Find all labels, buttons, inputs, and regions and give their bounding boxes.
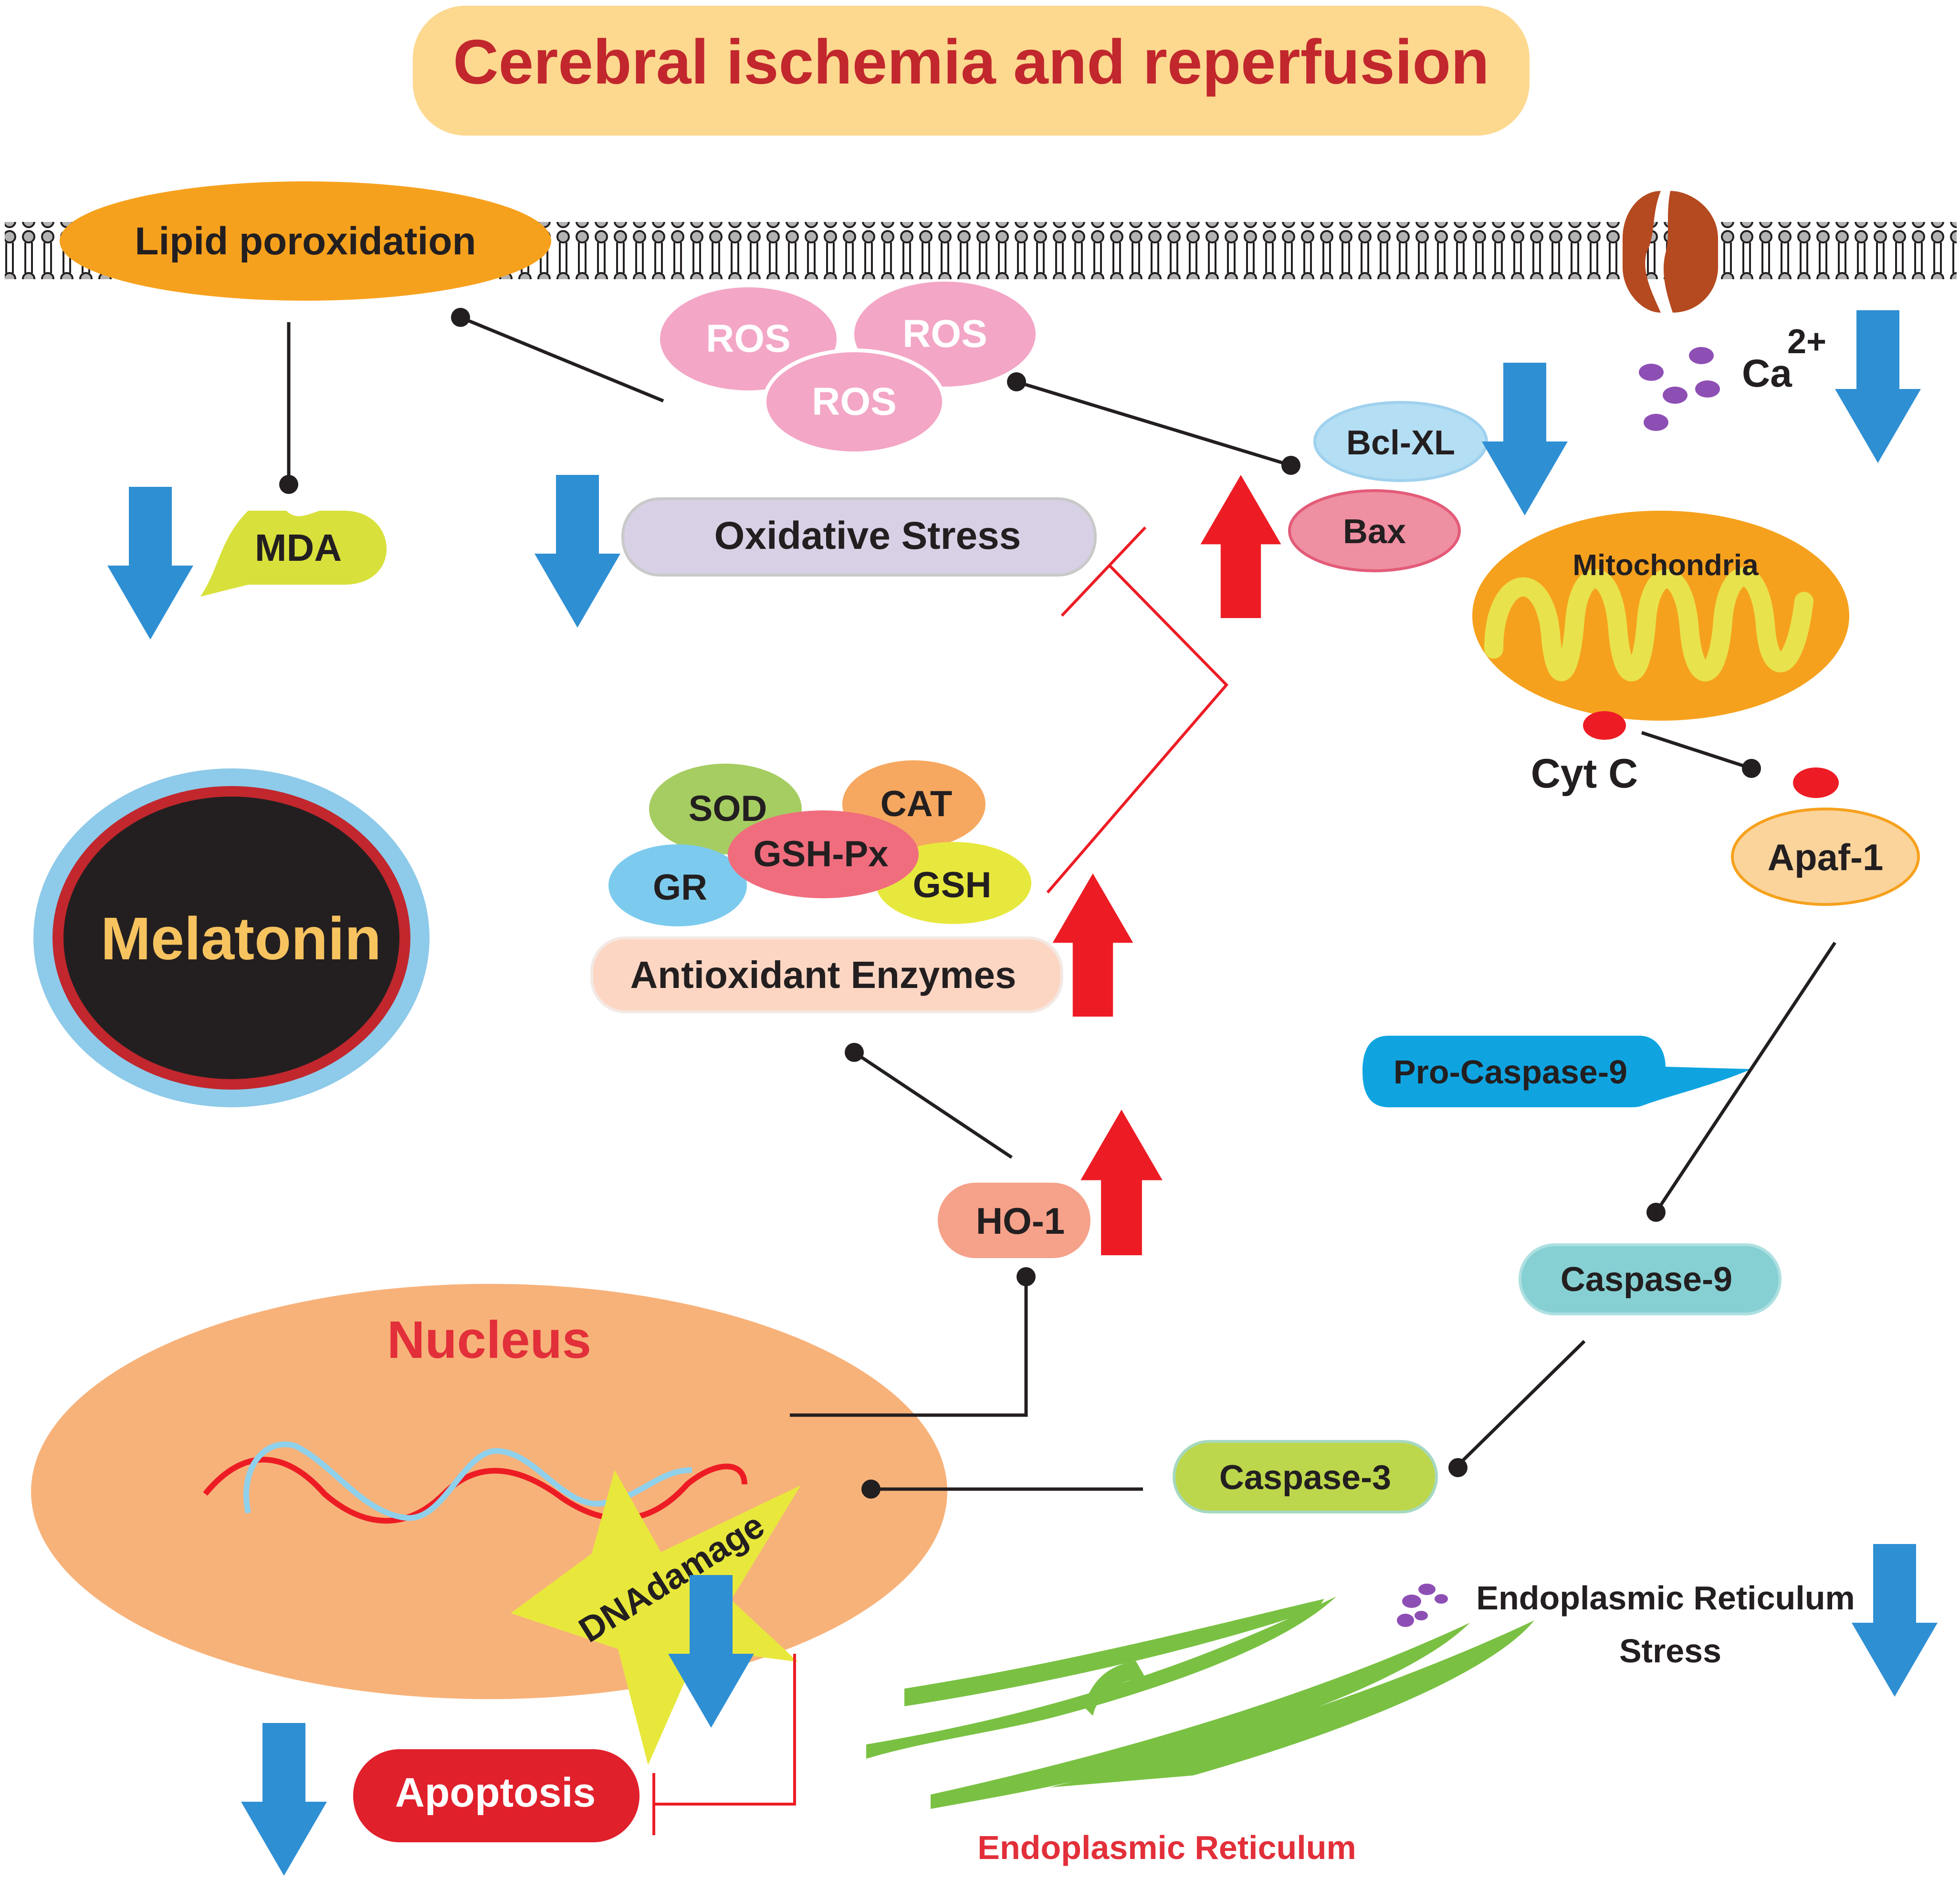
calcium-label: Ca: [1742, 352, 1792, 395]
mitochondria-node: Mitochondria: [1472, 511, 1849, 721]
ros-label: ROS: [812, 380, 897, 423]
apaf-1-label: Apaf-1: [1768, 836, 1884, 878]
caspase-3-node: Caspase-3: [1173, 1440, 1438, 1513]
title-banner: Cerebral ischemia and reperfusion: [413, 6, 1530, 136]
nucleus-label: Nucleus: [387, 1311, 591, 1369]
apaf-1-node: Apaf-1: [1731, 767, 1920, 906]
ros-cluster: ROS ROS ROS: [660, 282, 1036, 455]
ho-1-node: HO-1: [938, 1183, 1090, 1258]
bcl-xl-label: Bcl-XL: [1346, 424, 1455, 462]
apoptosis-label: Apoptosis: [395, 1770, 596, 1816]
er-stress-node: Endoplasmic Reticulum Stress: [1397, 1579, 1855, 1670]
antioxidant-enzymes-node: Antioxidant Enzymes: [590, 936, 1063, 1013]
up-arrows: [1052, 475, 1281, 1255]
gr-label: GR: [653, 867, 707, 908]
decrease-arrow-icon: [241, 1723, 327, 1876]
pro-caspase-9-node: Pro-Caspase-9: [1363, 1036, 1751, 1107]
decrease-arrow-icon: [1482, 363, 1568, 515]
inhibition-lines: [652, 526, 1229, 1835]
lipid-peroxidation-node: Lipid poroxidation: [60, 181, 551, 301]
cyt-c-node: Cyt C: [1531, 711, 1638, 797]
dna-strand-icon: [243, 1441, 692, 1521]
pro-caspase-9-label: Pro-Caspase-9: [1394, 1053, 1627, 1091]
antioxidant-enzymes-label: Antioxidant Enzymes: [630, 954, 1016, 996]
oxidative-stress-label: Oxidative Stress: [714, 514, 1021, 557]
decrease-arrow-icon: [1852, 1544, 1938, 1697]
cyt-c-label: Cyt C: [1531, 751, 1638, 797]
connector-heads: [279, 308, 1761, 1499]
mda-label: MDA: [255, 526, 342, 569]
decrease-arrow-icon: [1835, 310, 1921, 463]
melatonin-label: Melatonin: [101, 905, 381, 972]
caspase-3-label: Caspase-3: [1219, 1459, 1391, 1497]
caspase-9-node: Caspase-9: [1519, 1243, 1782, 1315]
bcl-xl-node: Bcl-XL: [1313, 401, 1488, 482]
melatonin-node: Melatonin: [33, 768, 430, 1107]
dna-strand-icon: [203, 1457, 747, 1524]
increase-arrow-icon: [1052, 873, 1133, 1017]
increase-arrow-icon: [1200, 475, 1281, 618]
cat-label: CAT: [880, 784, 953, 824]
connectors: [287, 315, 1836, 1491]
bax-label: Bax: [1343, 513, 1406, 551]
lipid-peroxidation-label: Lipid poroxidation: [135, 220, 476, 263]
calcium-charge-label: 2+: [1787, 323, 1826, 361]
calcium-channel-icon: [1623, 191, 1718, 313]
decrease-arrow-icon: [107, 487, 193, 640]
ros-label: ROS: [706, 317, 791, 360]
oxidative-stress-node: Oxidative Stress: [621, 497, 1097, 577]
increase-arrow-icon: [1080, 1110, 1163, 1255]
bax-node: Bax: [1288, 489, 1461, 572]
page-title: Cerebral ischemia and reperfusion: [453, 27, 1489, 97]
endoplasmic-reticulum-icon: [866, 1596, 1534, 1809]
er-vesicle-icon: [1397, 1584, 1448, 1627]
mitochondria-label: Mitochondria: [1572, 549, 1759, 582]
gsh-label: GSH: [913, 865, 992, 905]
apoptosis-node: Apoptosis: [353, 1749, 639, 1842]
ros-label: ROS: [902, 312, 987, 356]
nucleus-node: Nucleus: [31, 1284, 947, 1699]
gsh-px-label: GSH-Px: [754, 834, 889, 874]
dna-damage-node: DNAdamage: [511, 1470, 801, 1765]
calcium-ions: Ca 2+: [1639, 323, 1826, 431]
endoplasmic-reticulum-label: Endoplasmic Reticulum: [977, 1829, 1356, 1866]
decrease-arrow-icon: [535, 475, 620, 628]
mda-node: MDA: [200, 511, 387, 597]
sod-label: SOD: [689, 788, 767, 829]
enzyme-cluster: SOD CAT GR GSH GSH-Px: [608, 760, 1031, 926]
caspase-9-label: Caspase-9: [1561, 1260, 1732, 1299]
er-stress-label-line2: Stress: [1619, 1632, 1721, 1670]
ho-1-label: HO-1: [976, 1200, 1065, 1242]
er-stress-label-line1: Endoplasmic Reticulum: [1476, 1579, 1855, 1617]
